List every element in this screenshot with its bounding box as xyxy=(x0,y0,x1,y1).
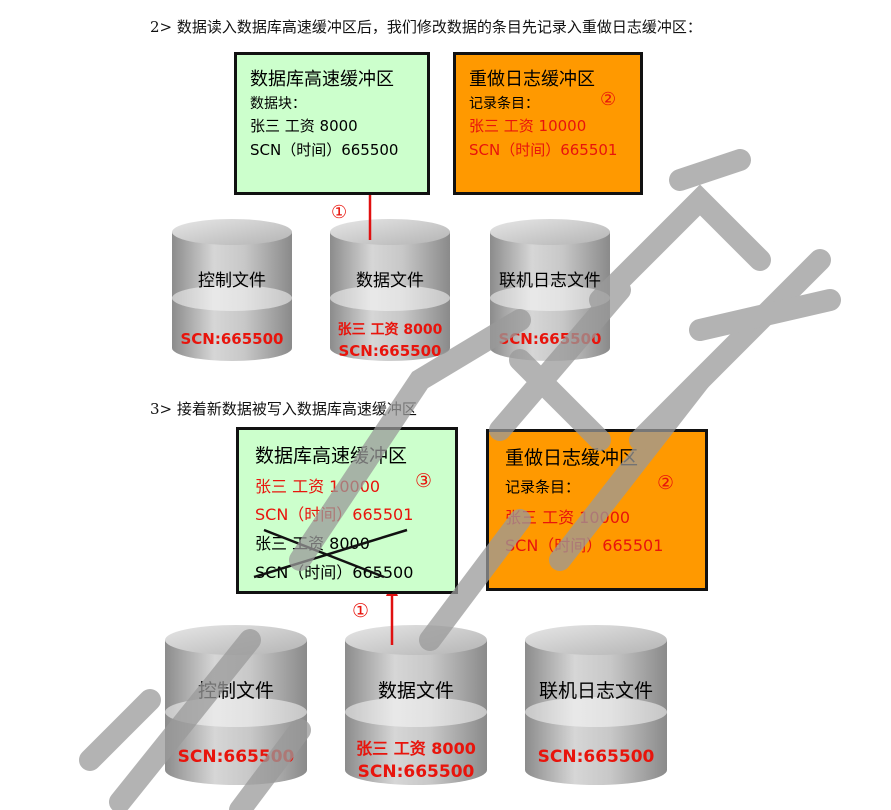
cylinder-scn: SCN:665500 xyxy=(177,747,295,767)
redo-buffer-label: 记录条目： xyxy=(505,478,581,496)
redo-marker-2: ② xyxy=(657,472,675,494)
cylinder-label: 联机日志文件 xyxy=(499,271,601,291)
cylinder-control-file-step2 xyxy=(172,219,292,361)
cylinder-label: 联机日志文件 xyxy=(538,680,653,702)
redo-marker-2: ② xyxy=(600,89,617,110)
db-buffer-box-step2: 数据库高速缓冲区 数据块： 张三 工资 8000 SCN（时间）665500 xyxy=(234,52,430,195)
redo-buffer-title: 重做日志缓冲区 xyxy=(469,69,595,90)
redo-buffer-row2: SCN（时间）665501 xyxy=(505,536,664,555)
redo-buffer-row1: 张三 工资 10000 xyxy=(469,117,587,135)
redo-buffer-row2: SCN（时间）665501 xyxy=(469,141,618,159)
strikethrough-x-icon xyxy=(253,528,408,579)
db-buffer-row2: SCN（时间）665500 xyxy=(250,141,399,159)
cylinder-data-row: 张三 工资 8000 xyxy=(337,322,443,338)
cylinder-scn: SCN:665500 xyxy=(537,747,655,767)
redo-buffer-box-step3: 重做日志缓冲区 记录条目： ② 张三 工资 10000 SCN（时间）66550… xyxy=(486,429,708,591)
redo-buffer-box-step2: 重做日志缓冲区 记录条目： ② 张三 工资 10000 SCN（时间）66550… xyxy=(453,52,643,195)
db-buffer-row1: 张三 工资 8000 xyxy=(250,117,358,135)
step2-caption: 2> 数据读入数据库高速缓冲区后，我们修改数据的条目先记录入重做日志缓冲区： xyxy=(150,18,702,36)
cylinder-scn: SCN:665500 xyxy=(338,342,442,360)
db-buffer-box-step3: 数据库高速缓冲区 张三 工资 10000 ③ SCN（时间）665501 张三 … xyxy=(236,427,458,594)
cylinder-scn: SCN:665500 xyxy=(180,330,284,348)
step3-caption: 3> 接着新数据被写入数据库高速缓冲区 xyxy=(150,400,417,418)
cylinder-label: 数据文件 xyxy=(377,680,454,702)
redo-buffer-label: 记录条目： xyxy=(469,96,539,112)
redo-buffer-row1: 张三 工资 10000 xyxy=(505,508,631,527)
cylinder-scn: SCN:665500 xyxy=(498,330,602,348)
cylinder-scn: SCN:665500 xyxy=(357,762,475,782)
arrow-marker-1: ① xyxy=(331,202,348,223)
redo-buffer-title: 重做日志缓冲区 xyxy=(505,447,639,469)
cylinder-label: 控制文件 xyxy=(197,680,274,702)
arrow-marker-1: ① xyxy=(352,600,370,622)
cylinder-data-file-step3 xyxy=(345,625,487,785)
cylinder-data-row: 张三 工资 8000 xyxy=(356,739,476,758)
cylinder-label: 数据文件 xyxy=(356,271,424,291)
db-buffer-label: 数据块： xyxy=(250,96,306,112)
cylinder-online-log-step3 xyxy=(525,625,667,785)
db-buffer-title: 数据库高速缓冲区 xyxy=(250,69,394,90)
cylinder-label: 控制文件 xyxy=(198,271,266,291)
